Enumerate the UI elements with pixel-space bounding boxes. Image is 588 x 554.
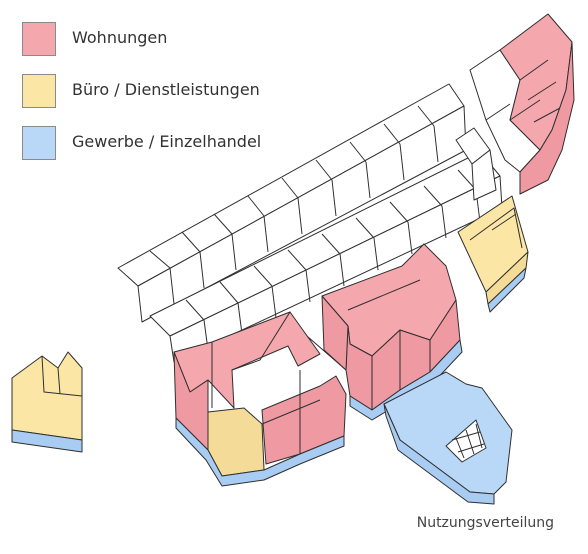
- legend-label-gewerbe: Gewerbe / Einzelhandel: [72, 132, 262, 151]
- building-curved-northeast: [469, 13, 575, 195]
- building-white-tower: [455, 127, 497, 201]
- residential-central-front: [321, 295, 349, 371]
- legend-swatch-wohnungen: [22, 22, 56, 56]
- curved-northeast-side: [519, 41, 575, 195]
- building-residential-central: [299, 243, 463, 421]
- legend-item-buero: Büro / Dienstleistungen: [22, 74, 322, 110]
- building-residential-u: [173, 311, 347, 487]
- building-office-west: [11, 351, 83, 453]
- glass-roof: [445, 419, 487, 463]
- building-long-bar-south: [149, 151, 503, 363]
- residential-u-base: [175, 417, 345, 487]
- building-office-wedge: [457, 195, 529, 313]
- residential-u-east-side: [261, 375, 347, 465]
- legend-item-wohnungen: Wohnungen: [22, 22, 322, 58]
- legend-label-wohnungen: Wohnungen: [72, 28, 168, 47]
- residential-central-base: [349, 339, 463, 421]
- office-wedge-base: [487, 267, 527, 313]
- building-commercial-glass: [383, 371, 513, 505]
- legend-label-buero: Büro / Dienstleistungen: [72, 80, 260, 99]
- white-tower-side: [471, 149, 497, 201]
- office-west-base: [11, 429, 83, 453]
- legend-item-gewerbe: Gewerbe / Einzelhandel: [22, 126, 322, 162]
- legend-swatch-gewerbe: [22, 126, 56, 160]
- commercial-glass-side: [383, 403, 495, 505]
- building-long-bar-north: [117, 83, 467, 323]
- office-west-roof: [11, 351, 83, 441]
- diagram-caption: Nutzungsverteilung: [416, 515, 554, 531]
- legend-swatch-buero: [22, 74, 56, 108]
